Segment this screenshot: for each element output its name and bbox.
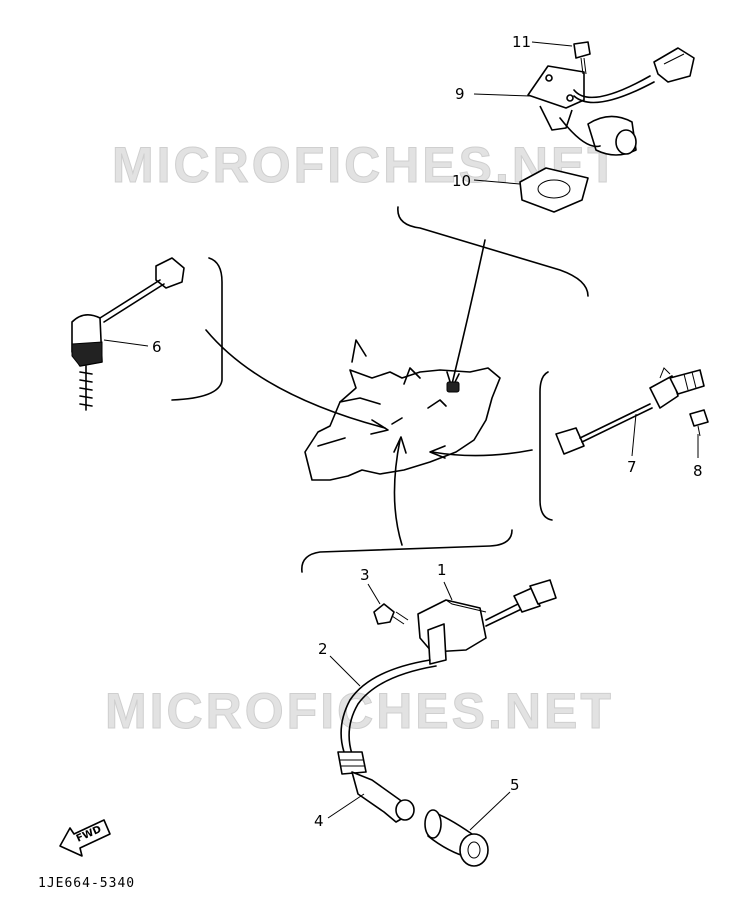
part-5-cap xyxy=(424,809,489,867)
leader-9 xyxy=(473,93,531,97)
callout-4: 4 xyxy=(314,812,324,830)
leader-1 xyxy=(443,581,453,601)
callout-8: 8 xyxy=(693,462,703,480)
callout-3: 3 xyxy=(360,566,370,584)
leader-2 xyxy=(329,655,361,687)
leader-right-to-frame xyxy=(431,449,533,457)
leader-bottom-arrowhead xyxy=(393,436,407,454)
part-7-sensor xyxy=(555,367,705,455)
callout-6: 6 xyxy=(152,338,162,356)
leader-bottom-to-frame xyxy=(393,439,403,546)
callout-1: 1 xyxy=(437,561,447,579)
leader-4 xyxy=(327,793,365,819)
part-6-switch xyxy=(71,257,185,411)
fwd-arrow-icon: FWD xyxy=(59,819,111,857)
callout-2: 2 xyxy=(318,640,328,658)
watermark-top: MICROFICHES.NET xyxy=(112,137,621,193)
part-8-bolt xyxy=(689,409,709,437)
part-2-high-tension-cord xyxy=(340,659,437,755)
watermark-bottom: MICROFICHES.NET xyxy=(105,683,614,739)
callout-11: 11 xyxy=(512,33,531,51)
callout-5: 5 xyxy=(510,776,520,794)
leader-7 xyxy=(631,413,637,457)
bracket-right-group xyxy=(539,371,553,521)
callout-10: 10 xyxy=(452,172,471,190)
callout-7: 7 xyxy=(627,458,637,476)
bracket-bottom-group xyxy=(301,529,513,573)
part-11-bolt xyxy=(573,41,591,75)
frame-silhouette xyxy=(304,339,501,481)
leader-11 xyxy=(531,41,573,47)
bracket-top-group xyxy=(397,206,589,297)
leader-right-arrowhead xyxy=(429,445,446,459)
part-4-boot xyxy=(337,751,415,823)
leader-left-arrowhead xyxy=(370,419,389,435)
part-10-gasket xyxy=(519,167,589,213)
part-1-ignition-coil xyxy=(417,579,557,665)
leader-top-to-frame xyxy=(451,239,486,385)
bracket-left-group xyxy=(171,257,223,401)
part-9-sensor-assembly xyxy=(527,47,695,156)
leader-5 xyxy=(469,791,511,831)
part-3-bolt xyxy=(373,603,409,625)
leader-6 xyxy=(103,339,149,347)
leader-3 xyxy=(367,583,381,605)
leader-left-to-frame xyxy=(205,329,386,429)
callout-9: 9 xyxy=(455,85,465,103)
leader-10 xyxy=(473,179,521,185)
diagram-code: 1JE664-5340 xyxy=(38,876,135,891)
